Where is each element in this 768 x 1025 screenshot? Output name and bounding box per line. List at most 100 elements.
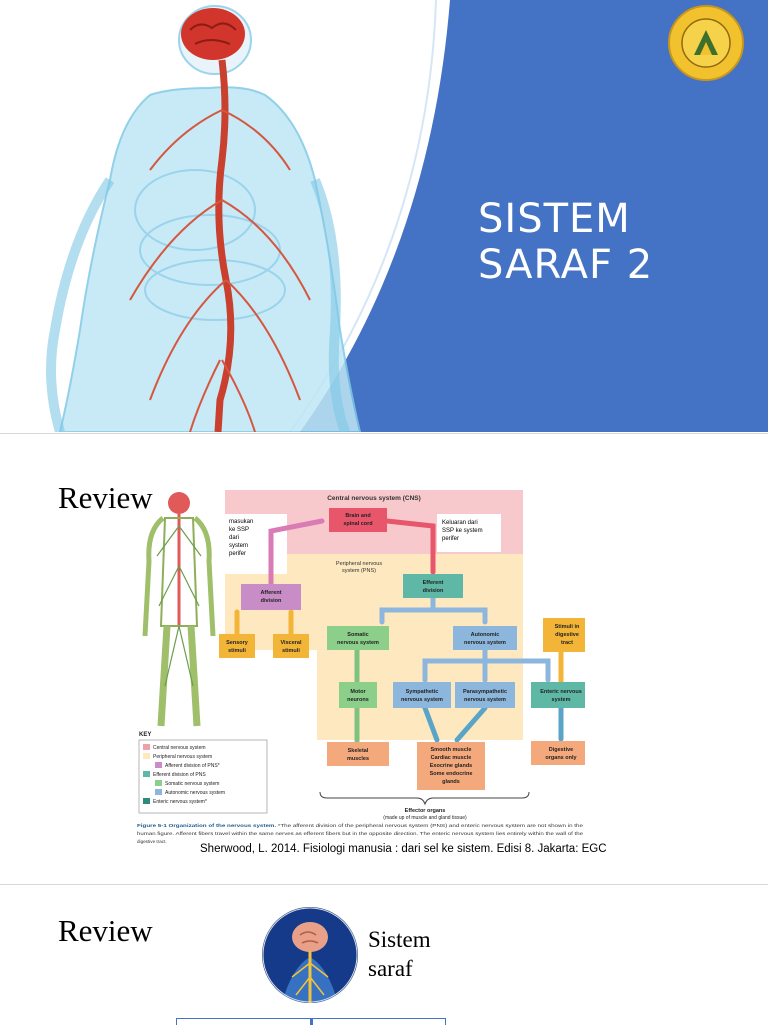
- sensory-box: [219, 634, 255, 658]
- note-right-box: [437, 514, 501, 552]
- efferent-line-2: division: [423, 588, 444, 594]
- para-line-2: nervous system: [464, 697, 506, 703]
- afferent-arrow: [268, 518, 325, 587]
- body-figure: [142, 492, 216, 727]
- autonomic-line-1: Autonomic: [471, 632, 500, 638]
- smooth-line: glands: [442, 779, 460, 785]
- note-left-line: masukan: [229, 519, 253, 525]
- university-logo: [668, 5, 744, 81]
- enteric-box: [531, 682, 585, 708]
- key-title: KEY: [139, 732, 151, 738]
- autonomic-line-2: nervous system: [464, 640, 506, 646]
- somatic-line-1: Somatic: [347, 632, 368, 638]
- caption-lead: Figure 5-1 Organization of the nervous s…: [137, 823, 276, 828]
- key-item: Peripheral nervous system: [153, 754, 212, 760]
- note-right-line: perifer: [442, 536, 459, 542]
- enteric-line-2: system: [552, 697, 571, 703]
- note-right-line: SSP ke system: [442, 528, 483, 534]
- motor-line-2: neurons: [347, 697, 369, 703]
- symp-line-2: nervous system: [401, 697, 443, 703]
- slide-heading: Review: [58, 480, 153, 515]
- node-label-line-1: Sistem: [368, 927, 431, 952]
- afferent-line-1: Afferent: [260, 590, 281, 596]
- nervous-system-image: [262, 907, 358, 1003]
- slide-title: SISTEM SARAF 2: [478, 196, 653, 288]
- key-item: Autonomic nervous system: [165, 790, 225, 796]
- review-slide-2: Review Sistem saraf: [0, 884, 768, 1025]
- smooth-muscle-box: [417, 742, 485, 790]
- efferent-line-1: Efferent: [423, 580, 444, 586]
- nervous-system-diagram: Central nervous system (CNS) Peripheral …: [137, 490, 585, 844]
- visceral-box: [273, 634, 309, 658]
- sensory-line-1: Sensory: [226, 640, 249, 646]
- autonomic-box: [453, 626, 517, 650]
- sympathetic-box: [393, 682, 451, 708]
- somatic-line-2: nervous system: [337, 640, 379, 646]
- citation: Sherwood, L. 2014. Fisiologi manusia : d…: [200, 843, 607, 855]
- visceral-line-1: Visceral: [280, 640, 301, 646]
- review-diagram-slide: Review Central nervous system (CNS) Peri…: [0, 433, 768, 884]
- enteric-line-1: Enteric nervous: [540, 689, 582, 695]
- symp-line-1: Sympathetic: [406, 689, 439, 695]
- brain-box: [329, 508, 387, 532]
- key-item: Afferent division of PNS*: [165, 763, 220, 769]
- digestive-stimuli-box: [543, 618, 585, 652]
- cns-label: Central nervous system (CNS): [327, 495, 421, 502]
- brain-icon: [181, 8, 245, 60]
- note-left-line: dari: [229, 535, 239, 541]
- visceral-line-2: stimuli: [282, 648, 300, 654]
- efferent-box: [403, 574, 463, 598]
- brain-line-2: spinal cord: [343, 521, 372, 527]
- brain-icon: [292, 922, 328, 952]
- digestive-line-1: Digestive: [549, 747, 573, 753]
- node-label-line-2: saraf: [368, 956, 413, 981]
- digestive-line-2: organs only: [545, 755, 577, 761]
- motor-box: [339, 682, 377, 708]
- parasympathetic-box: [455, 682, 515, 708]
- digest-line: tract: [561, 640, 573, 646]
- connector-line: [310, 1019, 313, 1025]
- title-slide-art: [46, 0, 768, 432]
- skeletal-line-1: Skeletal: [348, 748, 369, 754]
- digest-line: Stimuli in: [555, 624, 580, 630]
- note-left-line: perifer: [229, 551, 246, 557]
- nervous-system-illustration: [46, 5, 362, 432]
- afferent-box: [241, 584, 301, 610]
- effector-brace: [319, 791, 530, 806]
- note-left-line: system: [229, 543, 248, 549]
- diagram-key: KEY Central nervous system Peripheral ne…: [138, 732, 268, 814]
- key-item: Central nervous system: [153, 745, 206, 751]
- afferent-line-2: division: [261, 598, 282, 604]
- connector-box: [176, 1018, 446, 1025]
- effector-label-2: (made up of muscle and gland tissue): [383, 815, 467, 821]
- digest-line: digestive: [555, 632, 579, 638]
- slide-heading: Review: [58, 913, 153, 948]
- para-line-1: Parasympathetic: [463, 689, 507, 695]
- skeletal-line-2: muscles: [347, 756, 369, 762]
- pns-label-1: Peripheral nervous: [336, 561, 382, 567]
- pns-label-2: system (PNS): [342, 568, 376, 574]
- sensory-line-2: stimuli: [228, 648, 246, 654]
- brain-line-1: Brain and: [345, 513, 370, 519]
- title-slide: SISTEM SARAF 2: [0, 0, 768, 432]
- key-item: Somatic nervous system: [165, 781, 219, 787]
- note-right-line: Keluaran dari: [442, 520, 478, 526]
- smooth-line: Exocrine glands: [430, 763, 473, 769]
- smooth-line: Some endocrine: [430, 771, 473, 777]
- title-line-1: SISTEM: [478, 196, 631, 242]
- caption-line-1: *The afferent division of the peripheral…: [276, 823, 583, 828]
- note-left-line: ke SSP: [229, 527, 249, 533]
- digestive-organs-box: [531, 741, 585, 765]
- smooth-line: Cardiac muscle: [431, 755, 472, 761]
- title-line-2: SARAF 2: [478, 242, 654, 288]
- spinal-cord-icon: [214, 59, 235, 432]
- key-item: Enteric nervous system*: [153, 799, 207, 805]
- skeletal-box: [327, 742, 389, 766]
- effector-label-1: Effector organs: [405, 808, 446, 814]
- caption-line-2: human figure. Afferent fibers travel wit…: [137, 831, 584, 836]
- key-item: Efferent division of PNS: [153, 772, 206, 778]
- somatic-box: [327, 626, 389, 650]
- svg-text:Figure 5-1 Organization of the: Figure 5-1 Organization of the nervous s…: [137, 823, 584, 828]
- blue-panel: [300, 0, 768, 432]
- smooth-line: Smooth muscle: [431, 747, 472, 753]
